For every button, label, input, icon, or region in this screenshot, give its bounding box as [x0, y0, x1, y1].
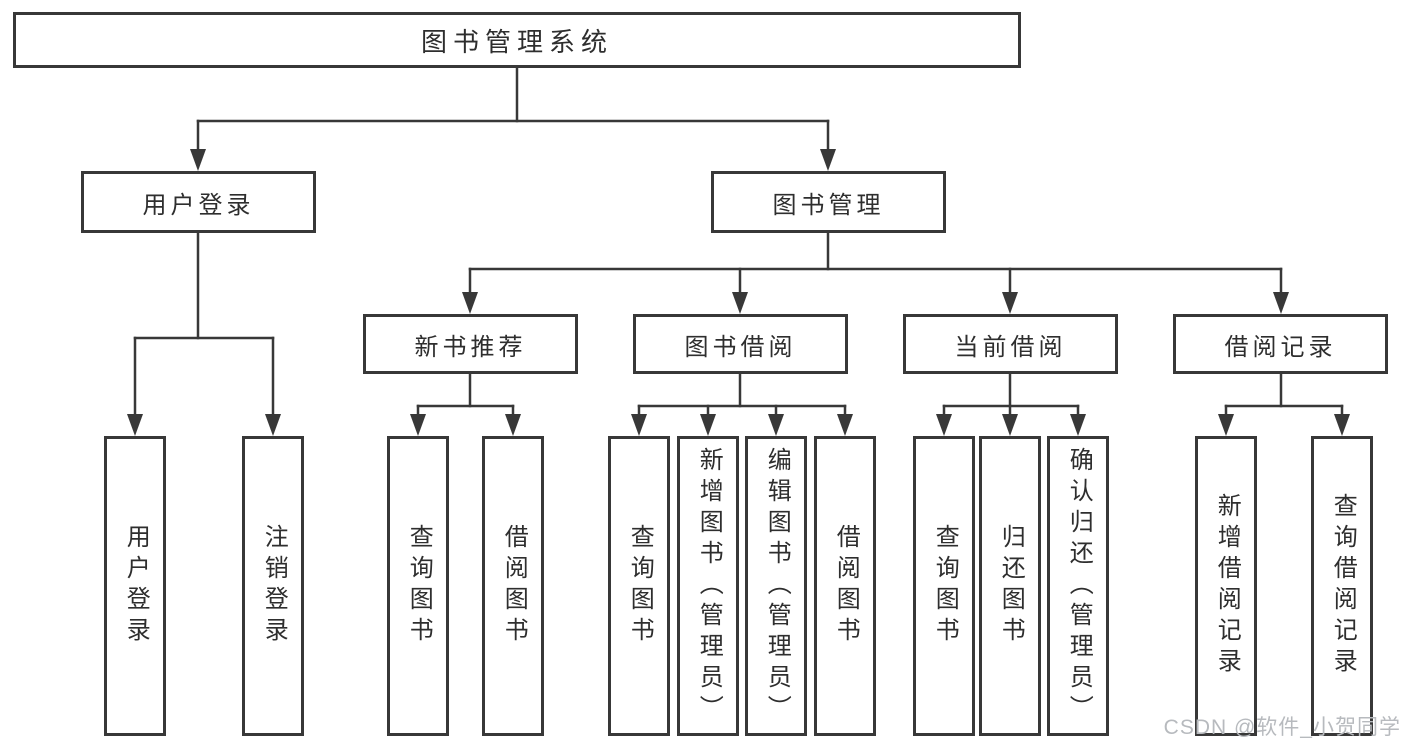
leaf-confirm-return-admin: 确认归还（管理员） [1047, 436, 1109, 736]
leaf-label: 新增借阅记录 [1213, 493, 1241, 679]
leaf-query-borrow-record: 查询借阅记录 [1311, 436, 1373, 736]
leaf-label: 编辑图书（管理员） [763, 446, 791, 726]
node-user-login: 用户登录 [81, 171, 316, 233]
node-root: 图书管理系统 [13, 12, 1021, 68]
leaf-label: 借阅图书 [500, 524, 528, 648]
leaf-borrow-books: 借阅图书 [814, 436, 876, 736]
leaf-label: 用户登录 [122, 524, 150, 648]
leaf-borrow-books: 借阅图书 [482, 436, 544, 736]
node-current-borrowing: 当前借阅 [903, 314, 1118, 374]
leaf-label: 查询借阅记录 [1329, 493, 1357, 679]
leaf-label: 查询图书 [405, 524, 433, 648]
leaf-query-books: 查询图书 [608, 436, 670, 736]
leaf-logout: 注销登录 [242, 436, 304, 736]
leaf-query-books: 查询图书 [913, 436, 975, 736]
watermark: CSDN @软件_小贺同学 [1163, 716, 1401, 739]
node-borrowing-records: 借阅记录 [1173, 314, 1388, 374]
leaf-label: 查询图书 [626, 524, 654, 648]
node-book-management: 图书管理 [711, 171, 946, 233]
leaf-label: 新增图书（管理员） [695, 446, 723, 726]
leaf-add-borrow-record: 新增借阅记录 [1195, 436, 1257, 736]
leaf-user-login: 用户登录 [104, 436, 166, 736]
node-new-book-recommend: 新书推荐 [363, 314, 578, 374]
leaf-label: 借阅图书 [832, 524, 860, 648]
leaf-return-books: 归还图书 [979, 436, 1041, 736]
leaf-label: 确认归还（管理员） [1065, 446, 1093, 726]
leaf-label: 归还图书 [997, 524, 1025, 648]
leaf-label: 注销登录 [260, 524, 288, 648]
leaf-label: 查询图书 [931, 524, 959, 648]
leaf-edit-books-admin: 编辑图书（管理员） [745, 436, 807, 736]
leaf-query-books: 查询图书 [387, 436, 449, 736]
node-book-borrowing: 图书借阅 [633, 314, 848, 374]
leaf-add-books-admin: 新增图书（管理员） [677, 436, 739, 736]
